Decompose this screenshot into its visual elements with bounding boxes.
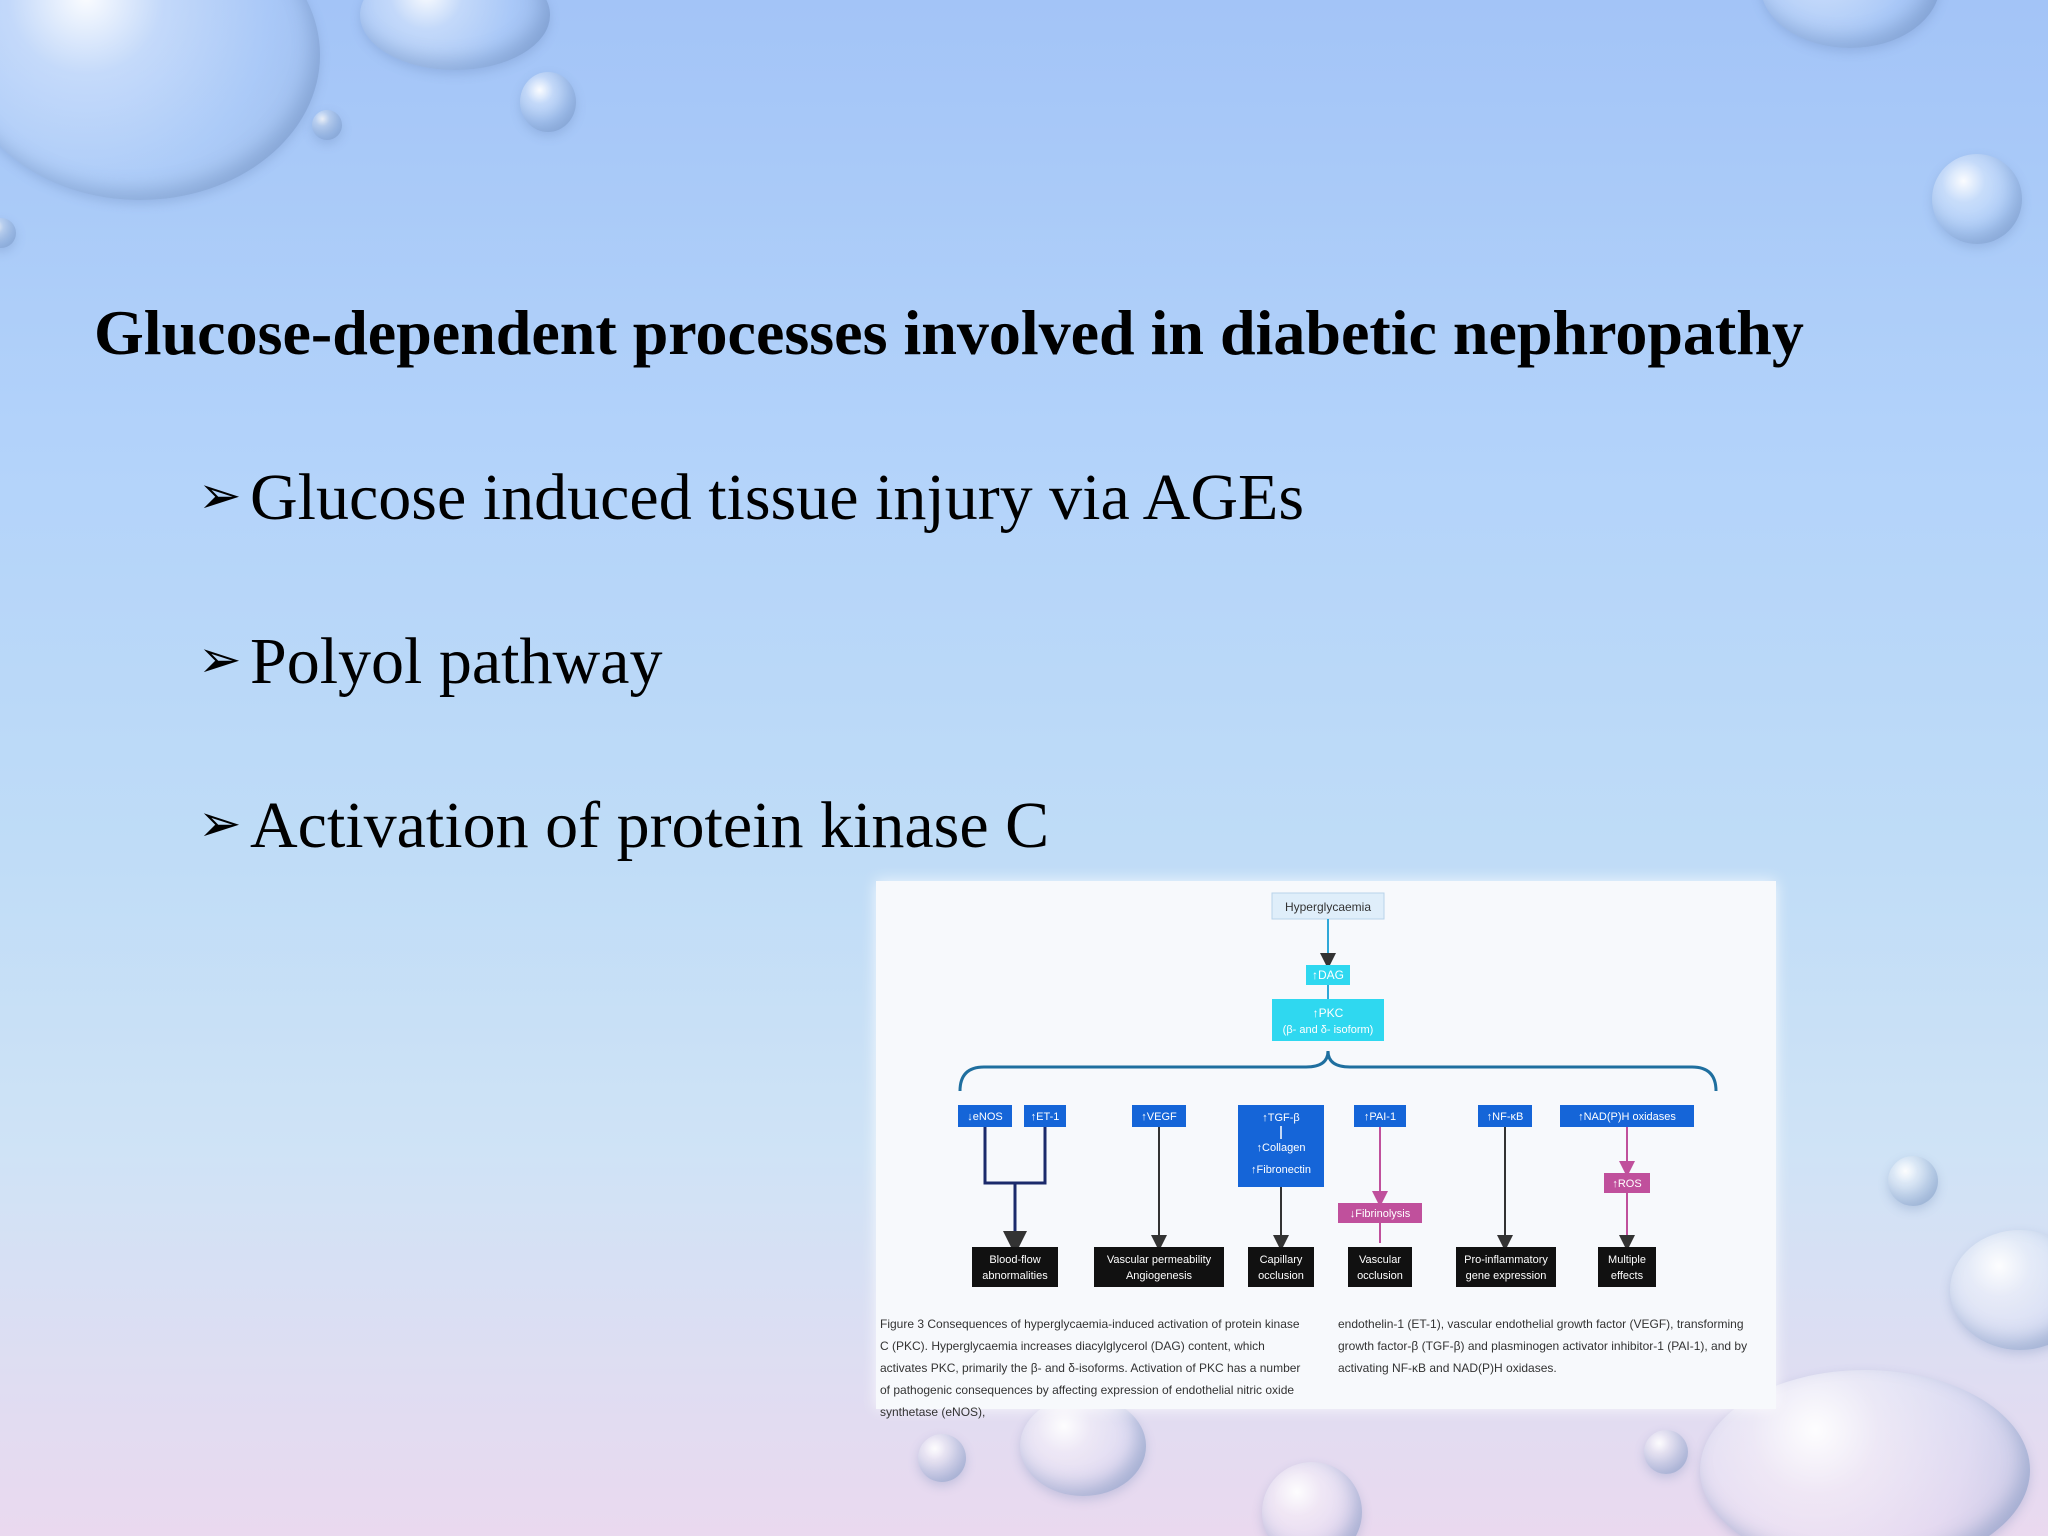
pkc-pathway-figure: Hyperglycaemia ↑DAG ↑PKC (β- and δ- isof… [876, 881, 1776, 1419]
figure-caption-right: endothelin-1 (ET-1), vascular endothelia… [1338, 1317, 1748, 1375]
nadph-label: ↑NAD(P)H oxidases [1578, 1111, 1676, 1123]
capillary-outcome-node [1248, 1247, 1314, 1287]
bullet-item: ➢Polyol pathway [198, 624, 662, 700]
figure-caption-left: Figure 3 Consequences of hyperglycaemia-… [880, 1317, 1301, 1419]
water-drop-decoration [0, 0, 320, 200]
arrow-bullet-icon: ➢ [198, 468, 242, 525]
nadph-node [1560, 1105, 1694, 1127]
et1-label: ↑ET-1 [1031, 1111, 1060, 1123]
water-drop-decoration [520, 72, 576, 132]
water-drop-decoration [1950, 1230, 2048, 1350]
arrow-bullet-icon: ➢ [198, 632, 242, 689]
vascocc-outcome-node [1348, 1247, 1412, 1287]
outcome-label: Capillary [1260, 1254, 1303, 1266]
outcome-label: Pro-inflammatory [1464, 1254, 1548, 1266]
multiple-outcome-node [1598, 1247, 1656, 1287]
pkc-node [1272, 999, 1384, 1041]
outcome-label: gene expression [1466, 1270, 1547, 1282]
pai1-node [1354, 1105, 1406, 1127]
pkc-isoform-label: (β- and δ- isoform) [1283, 1024, 1374, 1036]
bullet-text: Polyol pathway [250, 625, 663, 698]
enos-node [958, 1105, 1012, 1127]
water-drop-decoration [312, 110, 342, 140]
water-drop-decoration [918, 1434, 966, 1482]
pai1-label: ↑PAI-1 [1364, 1111, 1396, 1123]
water-drop-decoration [1020, 1396, 1146, 1496]
et1-node [1024, 1105, 1066, 1127]
water-drop-decoration [360, 0, 550, 70]
outcome-label: abnormalities [982, 1270, 1048, 1282]
outcome-label: Vascular permeability [1107, 1254, 1212, 1266]
vascperm-outcome-node [1094, 1247, 1224, 1287]
outcome-label: occlusion [1258, 1270, 1304, 1282]
outcome-label: Vascular [1359, 1254, 1401, 1266]
bullet-text: Activation of protein kinase C [250, 789, 1050, 862]
tgfb-label: ↑TGF-β [1262, 1112, 1300, 1124]
water-drop-decoration [0, 218, 16, 248]
water-drop-decoration [1932, 154, 2022, 244]
vegf-node [1132, 1105, 1186, 1127]
connector-line [983, 1127, 1047, 1185]
outcome-label: Multiple [1608, 1254, 1646, 1266]
fibronectin-label: ↑Fibronectin [1251, 1164, 1311, 1176]
nfkb-node [1478, 1105, 1532, 1127]
outcome-label: Angiogenesis [1126, 1270, 1193, 1282]
slide-title: Glucose-dependent processes involved in … [94, 297, 1804, 368]
tgfb-collagen-node [1238, 1105, 1324, 1187]
branch-brace [958, 1050, 1718, 1092]
arrow-bullet-icon: ➢ [198, 796, 242, 853]
outcome-label: effects [1611, 1270, 1644, 1282]
water-drop-decoration [1888, 1156, 1938, 1206]
fibrinolysis-label: ↓Fibrinolysis [1350, 1208, 1411, 1220]
ros-node [1604, 1173, 1650, 1193]
enos-label: ↓eNOS [967, 1111, 1002, 1123]
ros-label: ↑ROS [1612, 1178, 1641, 1190]
proinfl-outcome-node [1456, 1247, 1556, 1287]
water-drop-decoration [1760, 0, 1940, 48]
bullet-item: ➢Activation of protein kinase C [198, 788, 1049, 864]
water-drop-decoration [1262, 1462, 1362, 1536]
nfkb-label: ↑NF-κB [1487, 1111, 1524, 1123]
water-drop-decoration [1644, 1430, 1688, 1474]
pkc-label: ↑PKC [1313, 1006, 1344, 1020]
vegf-label: ↑VEGF [1141, 1111, 1177, 1123]
fibrinolysis-node [1338, 1203, 1422, 1223]
collagen-label: ↑Collagen [1257, 1142, 1306, 1154]
outcome-label: occlusion [1357, 1270, 1403, 1282]
bloodflow-outcome-node [972, 1247, 1058, 1287]
bullet-item: ➢Glucose induced tissue injury via AGEs [198, 460, 1304, 536]
outcome-label: Blood-flow [989, 1254, 1040, 1266]
dag-label: ↑DAG [1312, 968, 1344, 982]
pkc-pathway-diagram: Hyperglycaemia ↑DAG ↑PKC (β- and δ- isof… [958, 892, 1718, 1287]
bullet-text: Glucose induced tissue injury via AGEs [250, 461, 1305, 534]
dag-node [1306, 965, 1350, 985]
hyperglycaemia-label: Hyperglycaemia [1285, 900, 1371, 914]
